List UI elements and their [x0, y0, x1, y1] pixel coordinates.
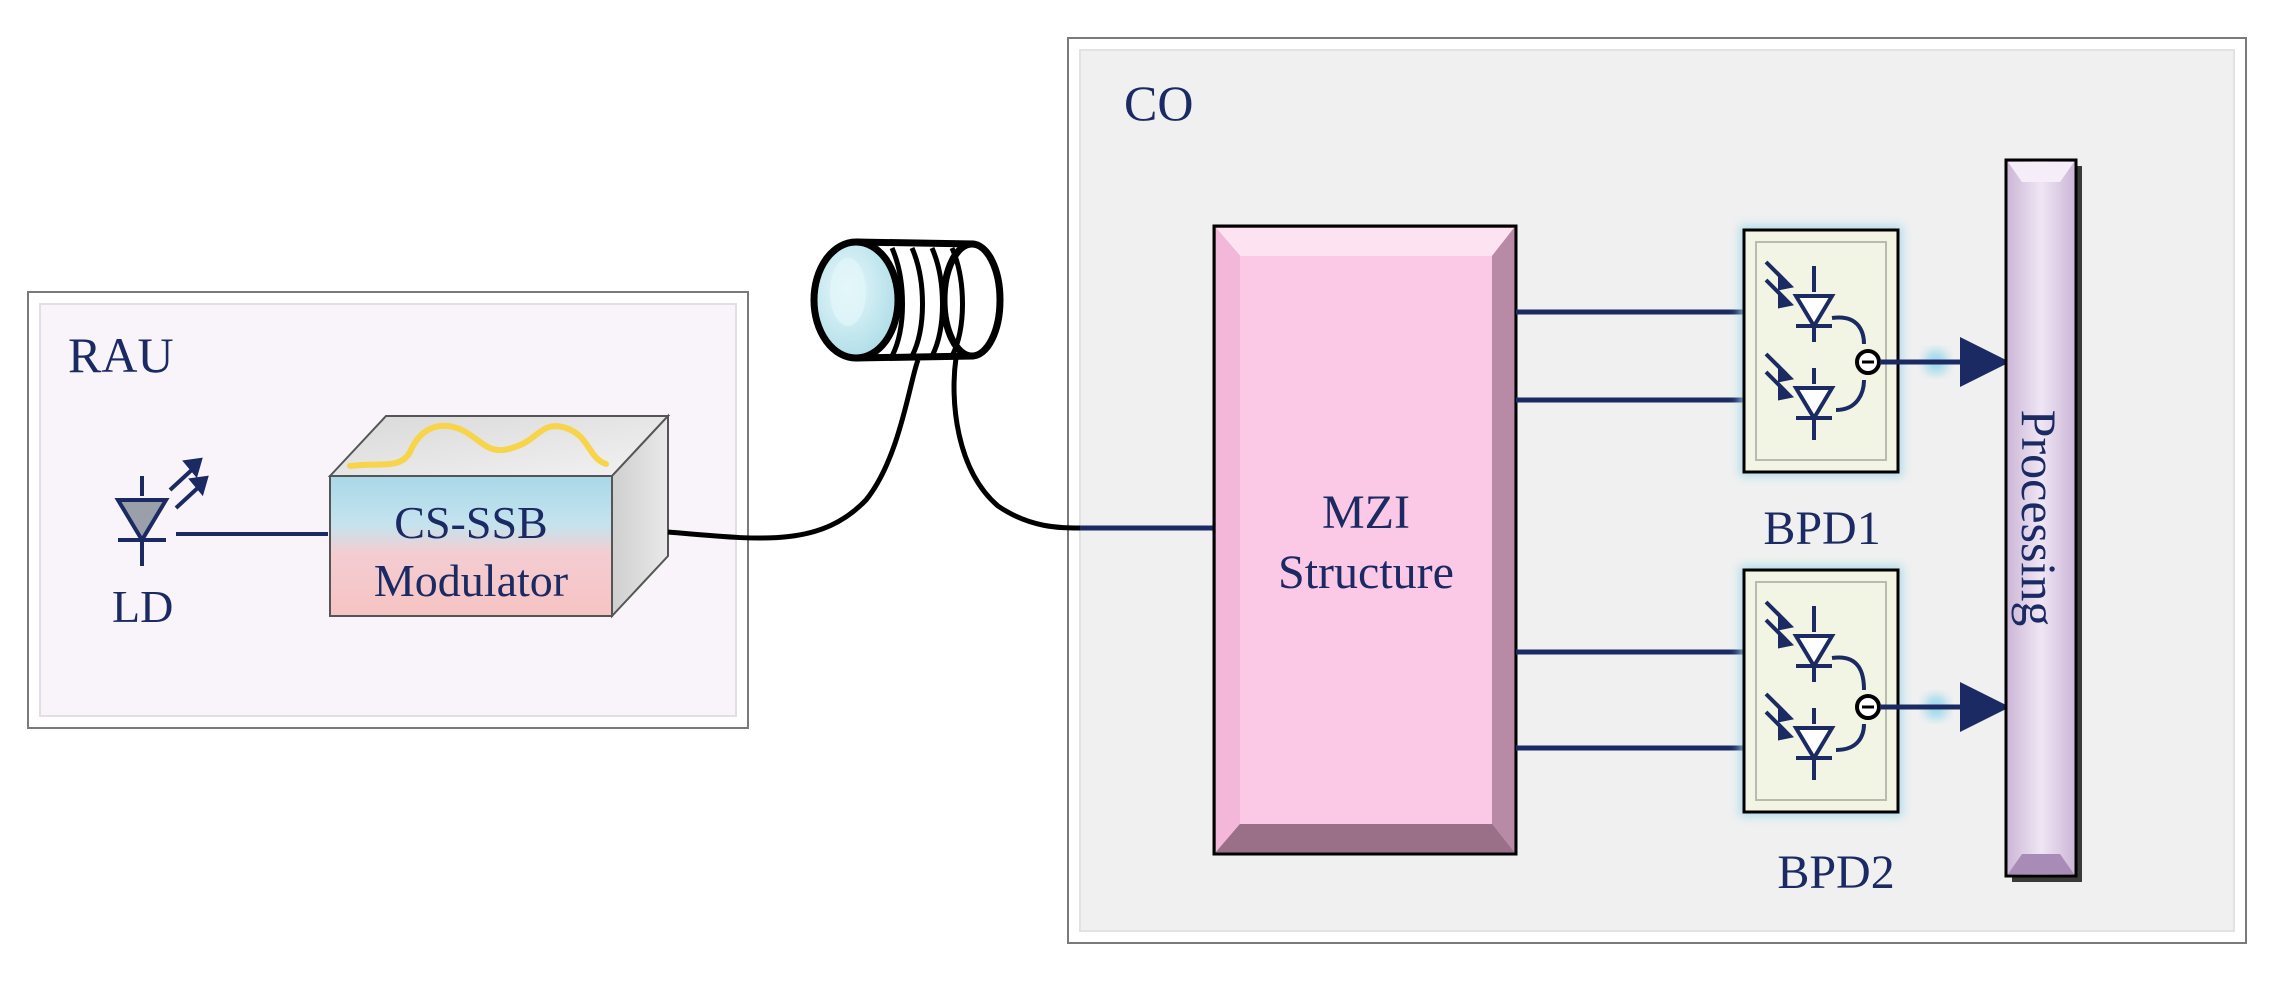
- bpd2-label: BPD2: [1777, 846, 1894, 899]
- modulator-label-line1: CS-SSB: [394, 497, 547, 548]
- bpd1: [1740, 226, 1902, 476]
- processing-label: Processing: [2011, 410, 2067, 627]
- laser-diode-icon: [114, 457, 209, 566]
- photodiode-icon: [1764, 260, 1836, 342]
- mzi-output-lines: [1516, 309, 1746, 751]
- photodiode-icon: [1764, 600, 1836, 682]
- fiber-spool-icon: [810, 238, 1004, 362]
- photodiode-icon: [1764, 352, 1836, 440]
- photodiode-icon: [1764, 692, 1836, 780]
- bpd2: [1740, 566, 1902, 816]
- mzi-label-line2: Structure: [1278, 546, 1454, 599]
- bpd1-label: BPD1: [1763, 502, 1880, 555]
- co-label: CO: [1124, 75, 1193, 131]
- mzi-label-line1: MZI: [1322, 486, 1410, 539]
- cs-ssb-modulator: CS-SSB Modulator: [327, 413, 671, 619]
- modulator-label-line2: Modulator: [374, 555, 568, 606]
- rau-label: RAU: [68, 327, 174, 383]
- processing-block: Processing: [2004, 158, 2082, 882]
- ld-label: LD: [112, 581, 173, 632]
- fiber-to-spool: [667, 359, 921, 541]
- electrode-trace: [347, 422, 609, 469]
- fiber-to-co: [951, 357, 1081, 531]
- bpd-output-arrows: [1880, 337, 2010, 732]
- mzi-structure: MZI Structure: [1212, 224, 1518, 856]
